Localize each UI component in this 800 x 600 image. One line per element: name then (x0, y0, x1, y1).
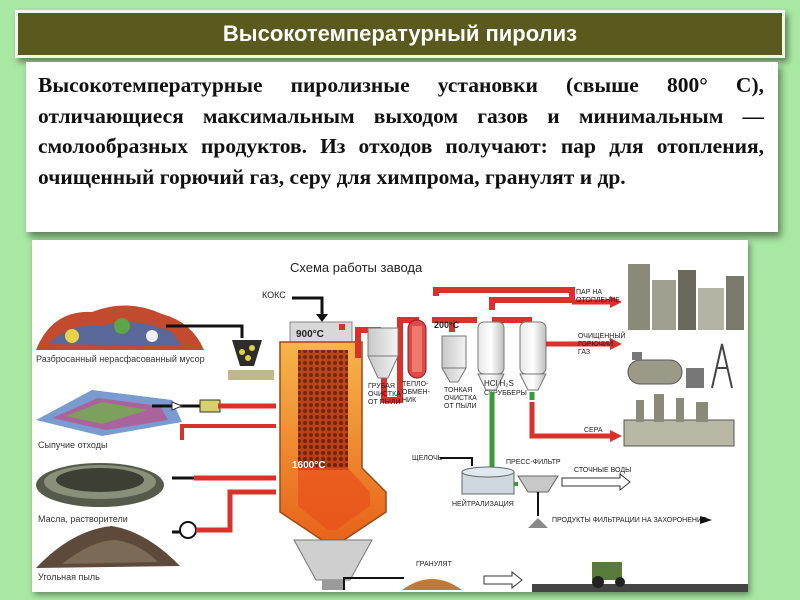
arrow-gas (610, 338, 622, 350)
svg-text:ОБМЕН-: ОБМЕН- (402, 389, 431, 396)
label-bulk-waste: Сыпучие отходы (38, 440, 107, 450)
granulate-pile (402, 579, 462, 590)
heat-exchanger-label: ТЕПЛО- ОБМЕН- НИК (402, 381, 431, 404)
label-oils-solvents: Масла, растворители (38, 514, 128, 524)
rough-cyclone (367, 327, 399, 379)
coal-dust-pile (36, 526, 180, 568)
diagram-heading: Схема работы завода (290, 260, 423, 275)
svg-text:HCl H₂S: HCl H₂S (484, 379, 514, 388)
feed-hopper (228, 340, 274, 380)
reactor (279, 321, 387, 590)
feed-pump (179, 521, 197, 539)
scrubbers-label: HCl H₂S СКРУББЕРЫ (484, 379, 527, 397)
granulate-line (343, 577, 404, 590)
description-text: Высокотемпературные пиролизные установки… (38, 73, 764, 189)
slide-title: Высокотемпературный пиролиз (222, 21, 578, 46)
plant-diagram: Схема работы завода Разбросанный нерасфа… (32, 240, 748, 592)
garbage-pile (36, 305, 204, 350)
svg-text:ОТ ПЫЛИ: ОТ ПЫЛИ (368, 399, 401, 406)
label-wastewater: СТОЧНЫЕ ВОДЫ (574, 467, 631, 474)
label-coke: КОКС (262, 290, 286, 300)
svg-text:ОТОПЛЕНИЕ: ОТОПЛЕНИЕ (576, 297, 620, 304)
wastewater-arrow (561, 472, 631, 492)
description-box: Высокотемпературные пиролизные установки… (26, 62, 778, 232)
feed-arrow-bulk (171, 399, 221, 413)
alkali-line (440, 457, 473, 466)
gas-tanks (627, 343, 733, 389)
label-temp-200: 200°С (434, 320, 460, 330)
slide-title-bar: Высокотемпературный пиролиз (15, 10, 785, 58)
filtration-arrow (700, 516, 712, 524)
filtration-pile (528, 518, 548, 528)
neutralization-tank (461, 466, 515, 495)
heat-exchanger (407, 319, 427, 379)
plant-diagram-svg: Схема работы завода Разбросанный нерасфа… (36, 260, 748, 592)
label-coal-dust: Угольная пыль (38, 572, 100, 582)
svg-text:ОЧИСТКА: ОЧИСТКА (368, 391, 401, 398)
coke-arrow (316, 314, 328, 322)
svg-text:ГРУБАЯ: ГРУБАЯ (368, 383, 395, 390)
fine-cleaning-column (441, 335, 467, 383)
chemical-plant (623, 394, 735, 447)
clean-gas-label: ОЧИЩЕННЫЙ ГОРЮЧИЙ ГАЗ (578, 331, 626, 356)
label-press-filter: ПРЕСС-ФИЛЬТР (506, 459, 561, 466)
granulate-arrow (483, 570, 523, 590)
label-temp-1600: 1600°С (292, 460, 325, 471)
label-alkali: ЩЕЛОЧЬ (412, 455, 443, 462)
label-granulate: ГРАНУЛЯТ (416, 561, 453, 568)
svg-text:ТОНКАЯ: ТОНКАЯ (444, 387, 472, 394)
oil-tank (36, 463, 164, 507)
svg-text:ГАЗ: ГАЗ (578, 349, 590, 356)
label-sulfur: СЕРА (584, 427, 603, 434)
road-tractor (532, 562, 748, 592)
rough-cleaning-label: ГРУБАЯ ОЧИСТКА ОТ ПЫЛИ (368, 383, 401, 406)
press-filter (514, 475, 559, 493)
svg-text:ТЕПЛО-: ТЕПЛО- (402, 381, 429, 388)
scrubber-columns (477, 321, 547, 391)
svg-text:ГОРЮЧИЙ: ГОРЮЧИЙ (578, 339, 613, 348)
bulk-waste-pile (36, 390, 182, 436)
svg-text:ОЧИСТКА: ОЧИСТКА (444, 395, 477, 402)
svg-text:НИК: НИК (402, 397, 417, 404)
output-pipes (489, 299, 612, 472)
coke-feed-line (292, 296, 324, 316)
arrow-steam (610, 296, 622, 308)
fine-cleaning-label: ТОНКАЯ ОЧИСТКА ОТ ПЫЛИ (444, 387, 477, 410)
arrow-sulfur (610, 430, 622, 442)
label-mixed-garbage: Разбросанный нерасфасованный мусор (36, 354, 205, 364)
svg-text:ПАР НА: ПАР НА (576, 289, 602, 296)
label-filtration-products: ПРОДУКТЫ ФИЛЬТРАЦИИ НА ЗАХОРОНЕНИЕ (552, 517, 707, 524)
label-temp-900: 900°С (296, 329, 324, 340)
label-neutralization: НЕЙТРАЛИЗАЦИЯ (452, 499, 514, 508)
svg-text:ОЧИЩЕННЫЙ: ОЧИЩЕННЫЙ (578, 331, 626, 340)
svg-text:СКРУББЕРЫ: СКРУББЕРЫ (484, 390, 527, 397)
steam-heating-label: ПАР НА ОТОПЛЕНИЕ (576, 289, 620, 304)
svg-text:ОТ ПЫЛИ: ОТ ПЫЛИ (444, 403, 477, 410)
city-buildings (628, 264, 744, 330)
input-pipes (180, 403, 276, 533)
